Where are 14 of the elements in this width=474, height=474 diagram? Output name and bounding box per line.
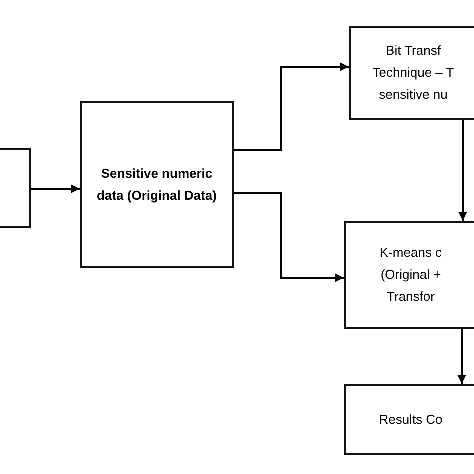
process-box [349, 26, 474, 120]
box-text: Results Co [378, 410, 444, 428]
arrow [458, 120, 468, 221]
process-box [0, 148, 31, 228]
arrow [234, 192, 344, 282]
process-box [344, 384, 474, 455]
arrow [31, 184, 80, 194]
arrow [234, 62, 349, 151]
box-text: K-means c (Original + Transfor [378, 244, 444, 306]
process-box [344, 221, 474, 329]
process-box [80, 101, 234, 268]
box-text: Bit Transf Technique – T sensitive nu [372, 42, 456, 104]
box-text: Sensitive numeric data (Original Data) [97, 164, 217, 205]
arrow [458, 329, 466, 384]
